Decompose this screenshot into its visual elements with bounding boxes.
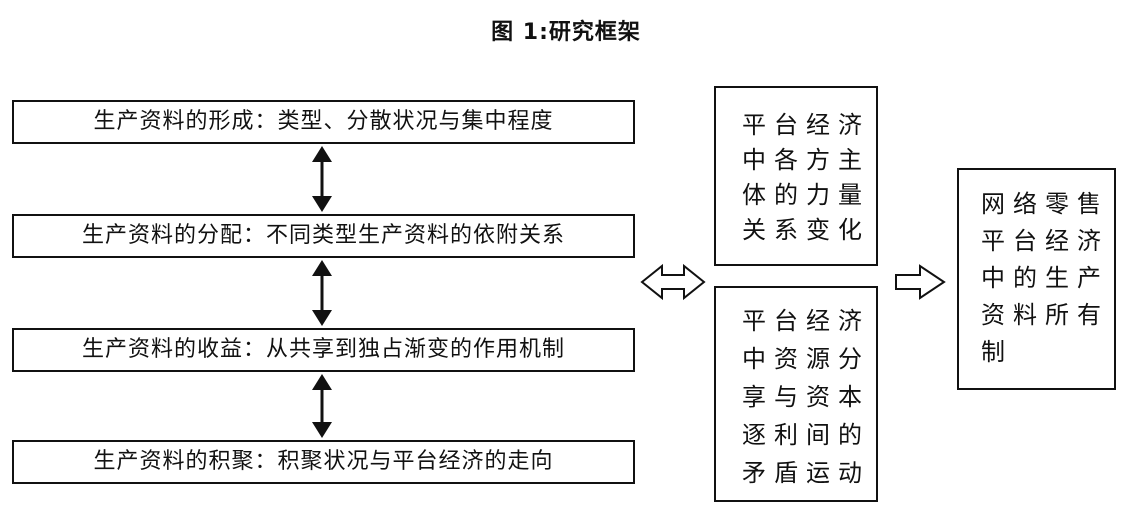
box-contradiction-text: 平台经济中资源分享与资本逐利间的矛盾运动: [742, 307, 870, 487]
box-accumulation: 生产资料的积聚：积聚状况与平台经济的走向: [12, 440, 635, 484]
double-arrow-1-icon: [312, 146, 332, 212]
box-ownership-text: 网络零售平台经济中的生产资料所有制: [981, 190, 1109, 366]
box-power-relations-text: 平台经济中各方主体的力量关系变化: [742, 111, 870, 244]
hollow-double-arrow-icon: [640, 263, 706, 301]
box-formation: 生产资料的形成：类型、分散状况与集中程度: [12, 100, 635, 144]
box-contradiction: 平台经济中资源分享与资本逐利间的矛盾运动: [714, 286, 878, 502]
box-ownership: 网络零售平台经济中的生产资料所有制: [957, 168, 1116, 390]
box-distribution: 生产资料的分配：不同类型生产资料的依附关系: [12, 214, 635, 258]
diagram-title: 图 1:研究框架: [491, 20, 641, 45]
double-arrow-2-icon: [312, 260, 332, 326]
hollow-right-arrow-icon: [895, 264, 946, 300]
box-returns: 生产资料的收益：从共享到独占渐变的作用机制: [12, 328, 635, 372]
box-power-relations: 平台经济中各方主体的力量关系变化: [714, 86, 878, 266]
double-arrow-3-icon: [312, 374, 332, 438]
